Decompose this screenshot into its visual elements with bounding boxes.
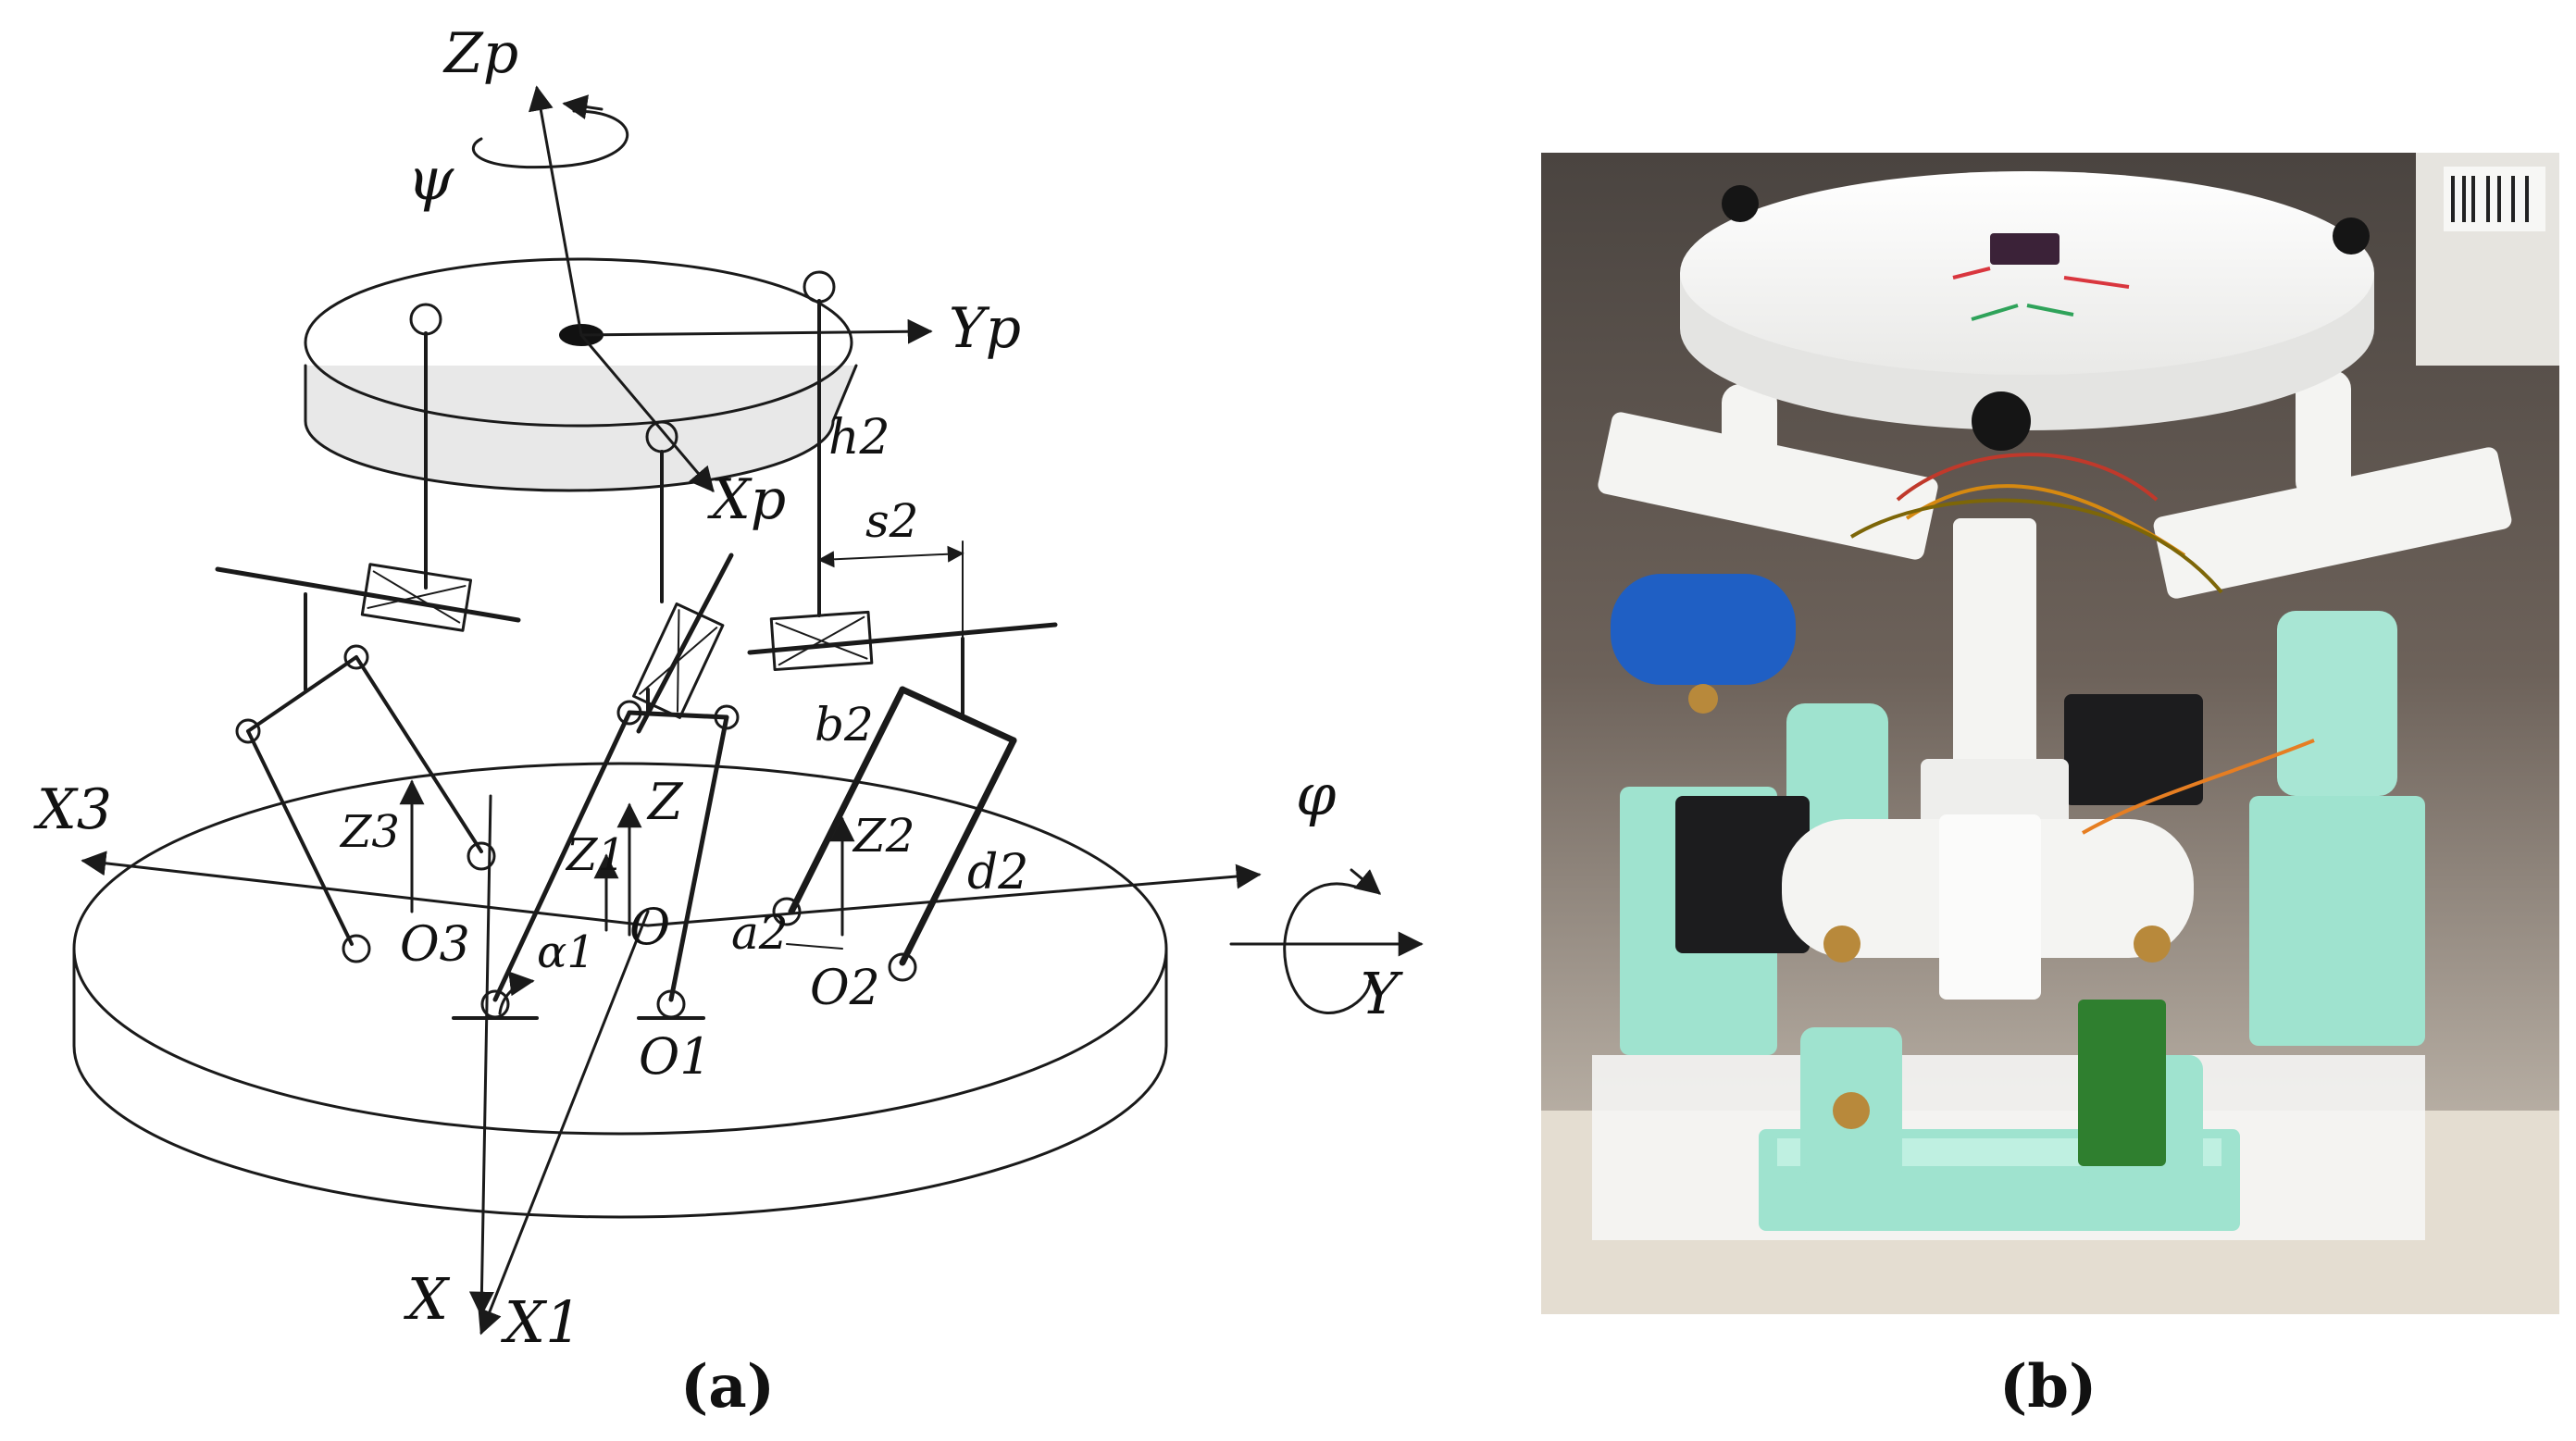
label-x1: X1 [501, 1288, 582, 1356]
leg-3 [215, 331, 521, 963]
platform-joint-2 [803, 270, 836, 304]
x-axis-arrow [468, 794, 494, 1317]
a2-offset-line [786, 943, 843, 950]
label-x3: X3 [33, 777, 112, 842]
label-z3: Z3 [339, 806, 400, 858]
x3-axis-arrow [81, 851, 650, 927]
psi-arrowhead [562, 94, 604, 119]
x1-axis-arrow [478, 910, 650, 1335]
label-o: O [629, 898, 670, 956]
label-yp: Yp [949, 296, 1021, 361]
psi-rotation-arrow [471, 109, 628, 169]
y-axis-arrow [646, 863, 1262, 927]
yp-axis-arrow [579, 318, 933, 344]
label-s2: s2 [865, 494, 918, 548]
base-platform [72, 762, 1168, 1219]
label-xp: Xp [707, 467, 786, 532]
label-d2: d2 [967, 845, 1028, 901]
prototype-photo [1541, 153, 2559, 1314]
caption-b: (b) [1999, 1352, 2097, 1422]
label-a2: a2 [731, 906, 789, 960]
phi-rotation-arrow [1283, 882, 1372, 1014]
leg-1 [452, 450, 740, 1020]
label-z2: Z2 [852, 809, 915, 863]
label-z: Z [646, 773, 684, 831]
platform-joint-3 [409, 303, 442, 336]
phi-arrowhead [1350, 868, 1382, 895]
moving-platform [304, 257, 858, 492]
label-o3: O3 [400, 917, 470, 973]
xp-axis-arrow [579, 333, 715, 493]
caption-a: (a) [680, 1352, 775, 1422]
label-alpha1: α1 [537, 926, 595, 978]
label-x: X [404, 1265, 451, 1333]
label-phi: φ [1296, 761, 1337, 828]
zp-axis-arrow [529, 85, 583, 337]
label-psi: ψ [407, 145, 454, 214]
label-y: Y [1361, 960, 1403, 1027]
label-z1: Z1 [565, 829, 626, 881]
label-o1: O1 [639, 1027, 712, 1086]
label-h2: h2 [828, 410, 890, 466]
schematic-diagram [72, 85, 1424, 1335]
leg-2 [747, 299, 1058, 982]
alpha1-angle-arc [498, 971, 535, 1015]
label-b2: b2 [815, 698, 874, 752]
label-o2: O2 [810, 961, 880, 1016]
label-zp: Zp [442, 21, 518, 86]
